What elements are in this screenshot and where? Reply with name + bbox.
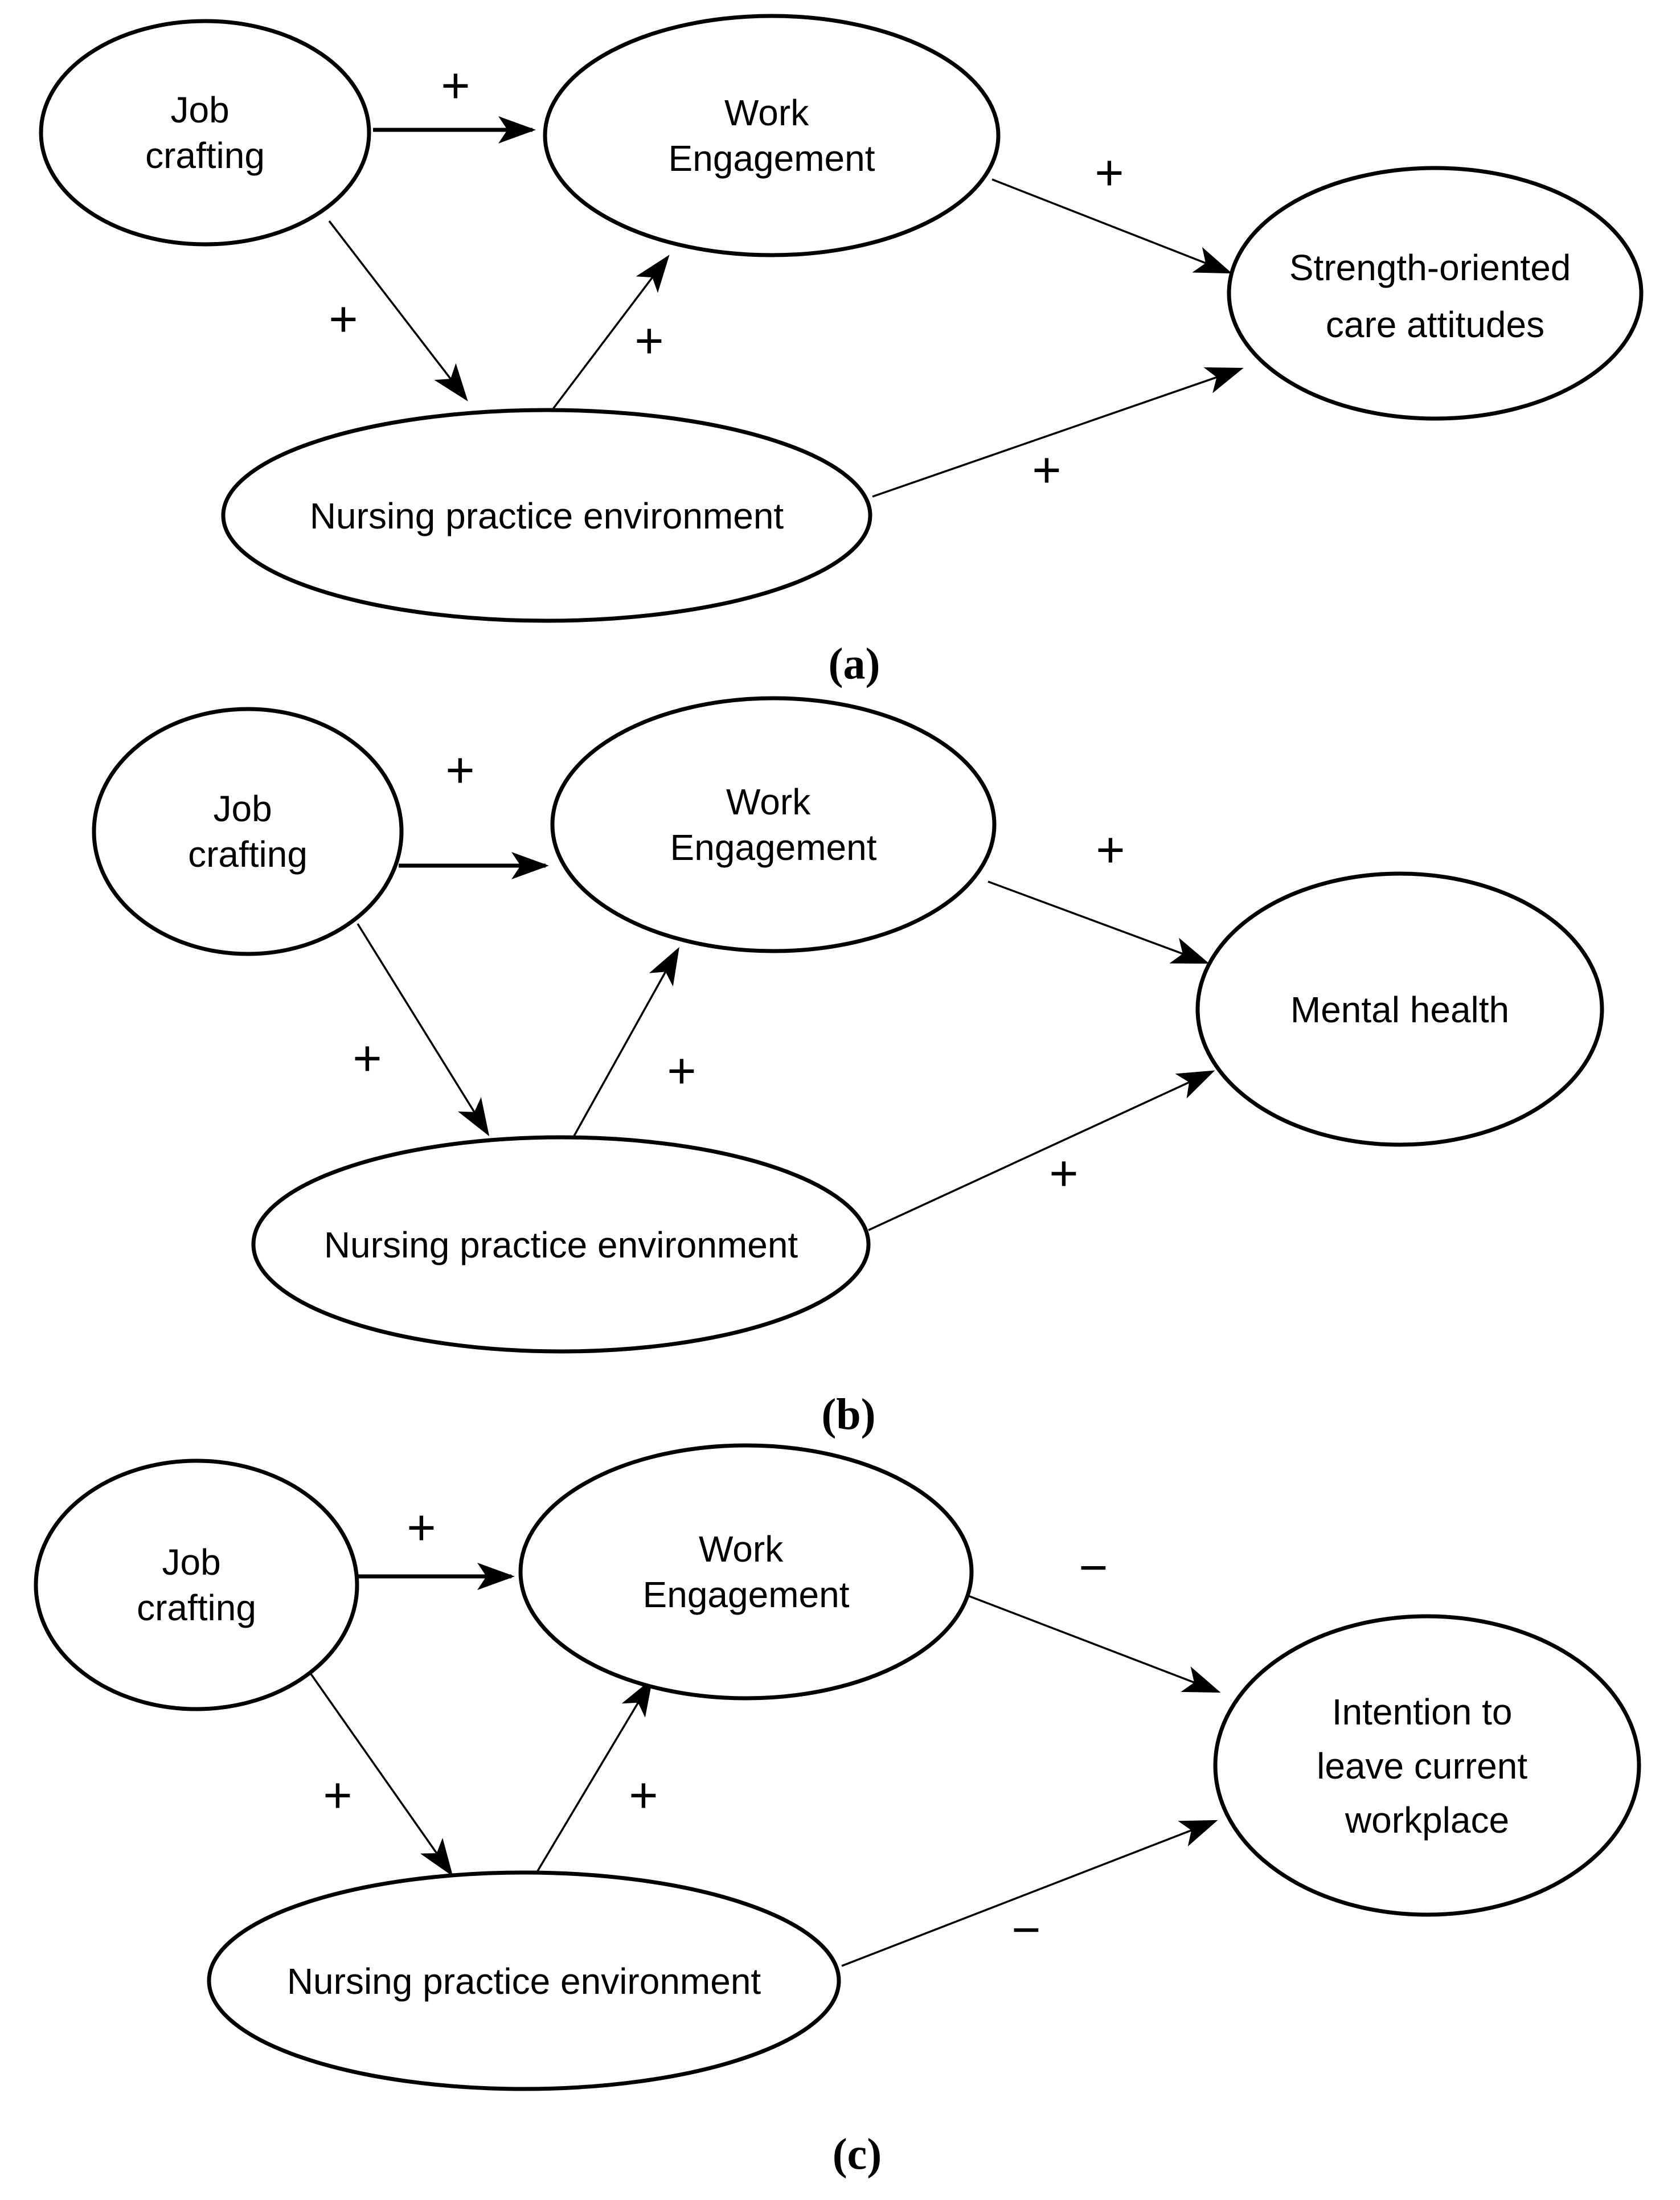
sign-environment-to-outcome: + (1049, 1145, 1078, 1202)
label-nursing-practice-environment: Nursing practice environment (324, 1224, 798, 1265)
label-work-engagement: Work Engagement (670, 781, 877, 868)
label-outcome: Intention to leave current workplace (1317, 1691, 1538, 1841)
arrow-job-to-environment (309, 1672, 453, 1877)
sign-job-to-environment: + (329, 291, 358, 347)
label-nursing-practice-environment: Nursing practice environment (310, 495, 784, 536)
ellipse-job-crafting (34, 1459, 359, 1711)
panel-b: Job crafting Work Engagement Mental heal… (92, 696, 1604, 1439)
sign-job-to-engagement: + (441, 58, 470, 114)
sign-engagement-to-outcome: − (1079, 1539, 1108, 1596)
label-work-engagement: Work Engagement (643, 1529, 850, 1615)
label-job-crafting: Job crafting (188, 788, 308, 875)
ellipse-mental-health (1195, 871, 1604, 1147)
sign-environment-to-outcome: − (1011, 1902, 1040, 1958)
ellipse-job-crafting (39, 19, 371, 247)
ellipse-intention-to-leave (1213, 1614, 1641, 1917)
arrow-environment-to-outcome (841, 1820, 1218, 1967)
panel-b-label: (b) (821, 1390, 875, 1439)
label-outcome: Mental health (1290, 989, 1509, 1030)
label-nursing-practice-environment: Nursing practice environment (287, 1961, 761, 2002)
arrow-environment-to-outcome (868, 1070, 1215, 1231)
arrow-job-to-environment (328, 220, 468, 402)
ellipse-job-crafting (92, 707, 404, 956)
sign-environment-to-engagement: + (629, 1767, 658, 1824)
ellipse-work-engagement (550, 696, 997, 953)
ellipse-work-engagement (543, 14, 1001, 257)
label-outcome: Strength-oriented care attitudes (1289, 247, 1581, 345)
ellipse-nursing-practice-environment (207, 1870, 841, 2091)
arrow-environment-to-outcome (872, 367, 1244, 498)
arrow-engagement-to-outcome (968, 1595, 1221, 1693)
arrow-engagement-to-outcome (987, 880, 1210, 964)
panel-c-label: (c) (833, 2129, 882, 2179)
sign-job-to-engagement: + (445, 742, 474, 798)
panel-a: Job crafting Work Engagement Strength-or… (39, 14, 1644, 689)
sign-engagement-to-outcome: + (1095, 145, 1124, 201)
sign-job-to-environment: + (353, 1030, 382, 1087)
arrow-engagement-to-outcome (991, 178, 1232, 274)
sign-environment-to-engagement: + (667, 1043, 696, 1099)
arrow-environment-to-engagement (534, 1678, 653, 1875)
ellipse-work-engagement (518, 1443, 974, 1701)
ellipse-nursing-practice-environment (251, 1135, 871, 1354)
label-work-engagement: Work Engagement (669, 92, 875, 179)
sign-job-to-environment: + (323, 1767, 352, 1824)
sign-job-to-engagement: + (407, 1500, 436, 1556)
label-job-crafting: Job crafting (137, 1542, 256, 1628)
label-job-crafting: Job crafting (145, 89, 265, 176)
sign-environment-to-engagement: + (634, 313, 663, 369)
panel-a-label: (a) (829, 639, 880, 689)
sign-engagement-to-outcome: + (1096, 822, 1125, 878)
ellipse-nursing-practice-environment (221, 408, 872, 623)
arrow-environment-to-engagement (571, 947, 679, 1140)
arrow-environment-to-engagement (550, 255, 670, 412)
sign-environment-to-outcome: + (1032, 442, 1061, 498)
arrow-job-to-environment (357, 923, 490, 1137)
panel-c: Job crafting Work Engagement Intention t… (34, 1443, 1641, 2179)
ellipse-strength-oriented-care-attitudes (1227, 166, 1644, 421)
